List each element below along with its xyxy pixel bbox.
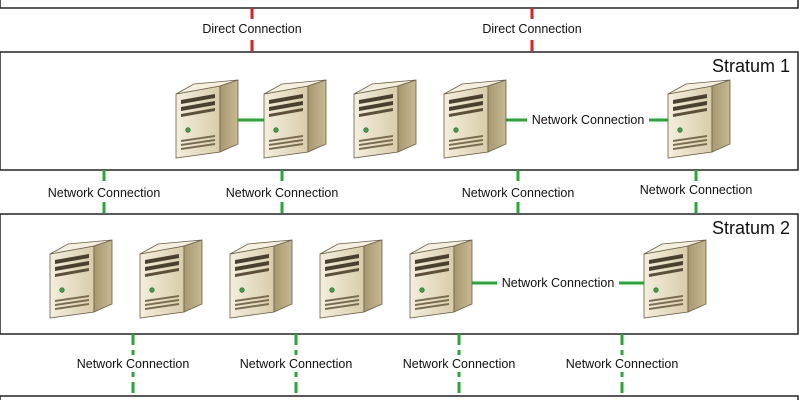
network-connection-s2-s3-3: Network Connection xyxy=(398,334,520,396)
server-icon xyxy=(139,239,203,319)
server-icon xyxy=(49,239,113,319)
server-icon xyxy=(443,79,507,159)
network-connection-label: Network Connection xyxy=(640,183,753,197)
stratum-3-box xyxy=(0,395,799,400)
network-connection-s1-s2-3: Network Connection xyxy=(457,170,579,214)
server-icon xyxy=(263,79,327,159)
stratum-2-network-connection-label: Network Connection xyxy=(502,276,615,290)
network-connection-label: Network Connection xyxy=(462,186,575,200)
server-icon xyxy=(643,239,707,319)
network-connection-s2-s3-4: Network Connection xyxy=(561,334,683,396)
stratum-2-label: Stratum 2 xyxy=(712,218,790,238)
network-connection-s1-s2-1: Network Connection xyxy=(43,170,165,214)
direct-connection-label: Direct Connection xyxy=(482,22,581,36)
network-connection-label: Network Connection xyxy=(240,357,353,371)
direct-connection-label: Direct Connection xyxy=(202,22,301,36)
direct-connection-1: Direct Connection xyxy=(195,8,309,52)
network-connection-s1-s2-2: Network Connection xyxy=(221,170,343,214)
network-connection-s2-s3-1: Network Connection xyxy=(72,334,194,396)
server-icon xyxy=(319,239,383,319)
network-connection-label: Network Connection xyxy=(226,186,339,200)
server-icon xyxy=(353,79,417,159)
network-connection-label: Network Connection xyxy=(77,357,190,371)
stratum-1-network-connection-label: Network Connection xyxy=(532,113,645,127)
server-icon xyxy=(409,239,473,319)
network-connection-s2-s3-2: Network Connection xyxy=(235,334,357,396)
network-connection-s1-s2-4: Network Connection xyxy=(635,170,757,214)
stratum-0-box xyxy=(0,0,799,9)
network-connection-label: Network Connection xyxy=(566,357,679,371)
server-icon xyxy=(667,79,731,159)
server-icon xyxy=(175,79,239,159)
direct-connection-2: Direct Connection xyxy=(475,8,589,52)
network-connection-label: Network Connection xyxy=(403,357,516,371)
server-icon xyxy=(229,239,293,319)
network-connection-label: Network Connection xyxy=(48,186,161,200)
stratum-1-label: Stratum 1 xyxy=(712,56,790,76)
